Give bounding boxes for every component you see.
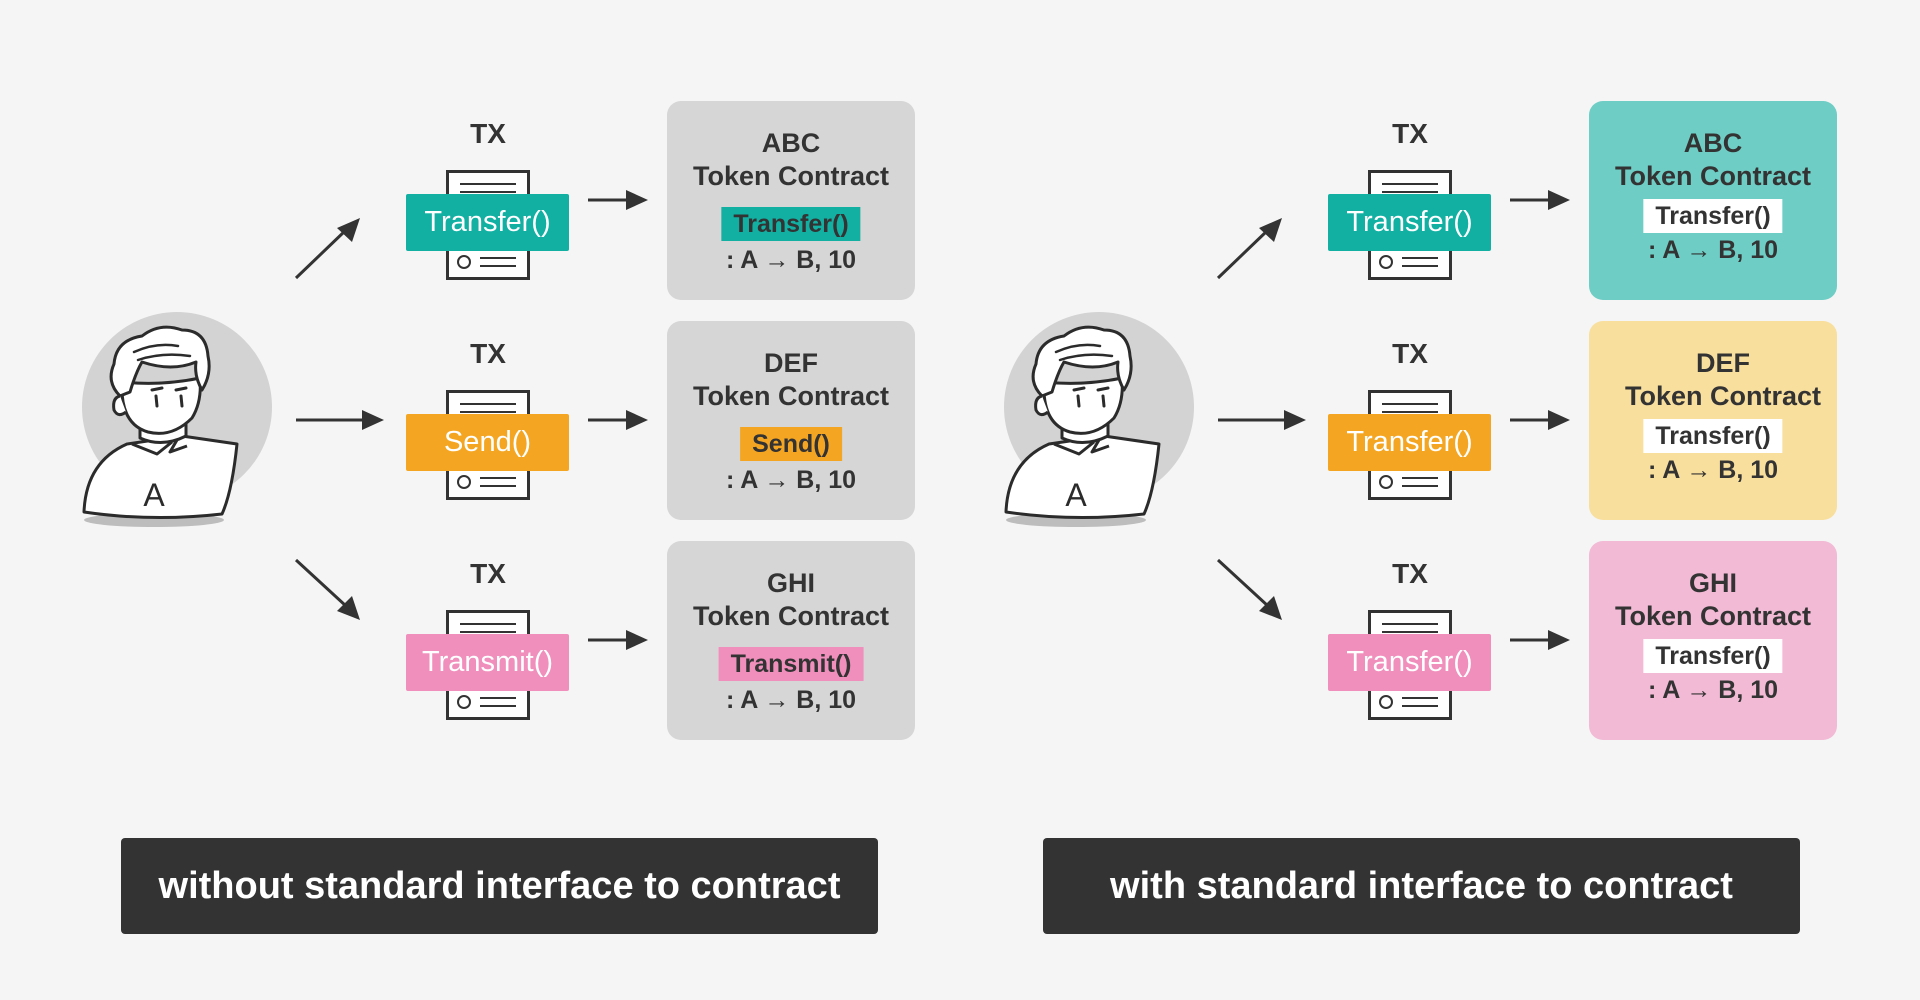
contract-function: Transmit() [718,647,864,681]
contract-function: Transfer() [1643,419,1783,453]
tx-label: TX [470,338,506,369]
tx-function-button[interactable]: Transfer() [1328,414,1491,471]
contract-params: : A → B, 10 [1647,456,1779,484]
contract-name: DEF [1696,348,1750,378]
contract-type: Token Contract [692,601,889,631]
def-token-contract: DEF Token Contract Send() : A → B, 10 [667,321,915,520]
arrow-head-icon [626,630,648,650]
tx-function-button[interactable]: Transfer() [1328,634,1491,691]
with-standard-caption: with standard interface to contract [1043,838,1800,934]
arrow-head-icon [1548,630,1570,650]
arrow-head-icon [1259,218,1282,242]
contract-function: Transfer() [721,207,861,241]
contract-type: Token Contract [1614,161,1811,191]
contract-name: GHI [766,568,815,598]
arrow-head-icon [1259,596,1282,620]
contract-params: : A → B, 10 [1647,676,1779,704]
contract-type: Token Contract [692,161,889,191]
tx-label: TX [470,118,506,149]
contract-type: Token Contract [692,381,889,411]
contract-name: DEF [764,348,818,378]
contract-name: GHI [1688,568,1737,598]
arrow-head-icon [337,596,360,620]
user-label: A [1065,477,1087,513]
contract-type: Token Contract [1624,381,1821,411]
contract-type: Token Contract [1614,601,1811,631]
tx-label: TX [1392,118,1428,149]
tx-label: TX [1392,338,1428,369]
contract-name: ABC [1683,128,1743,158]
with-standard-panel: A TX Transfer() ABC Token Contract [922,0,1882,1000]
user-avatar-icon: A [1004,312,1194,527]
arrow-head-icon [626,190,648,210]
arrow-head-icon [1284,410,1306,430]
user-avatar-icon: A [82,312,272,527]
contract-name: ABC [761,128,821,158]
tx-function-button[interactable]: Transfer() [406,194,569,251]
contract-function: Transfer() [1643,639,1783,673]
contract-params: : A → B, 10 [725,246,857,274]
arrow-head-icon [337,218,360,242]
contract-params: : A → B, 10 [725,466,857,494]
abc-token-contract: ABC Token Contract Transfer() : A → B, 1… [667,101,915,300]
without-standard-panel: A TX Transfer() [82,101,915,934]
arrow-head-icon [362,410,384,430]
without-standard-caption: without standard interface to contract [121,838,878,934]
contract-function: Transfer() [1643,199,1783,233]
abc-token-contract: ABC Token Contract Transfer() : A → B, 1… [1589,101,1837,300]
def-token-contract: DEF Token Contract Transfer() : A → B, 1… [1589,321,1837,520]
ghi-token-contract: GHI Token Contract Transfer() : A → B, 1… [1589,541,1837,740]
arrow-head-icon [1548,190,1570,210]
user-label: A [143,477,165,513]
ghi-token-contract: GHI Token Contract Transmit() : A → B, 1… [667,541,915,740]
contract-params: : A → B, 10 [1647,236,1779,264]
tx-label: TX [470,558,506,589]
contract-params: : A → B, 10 [725,686,857,714]
tx-function-button[interactable]: Transmit() [406,634,569,691]
arrow-head-icon [626,410,648,430]
tx-label: TX [1392,558,1428,589]
arrow-head-icon [1548,410,1570,430]
contract-function: Send() [740,427,842,461]
tx-function-button[interactable]: Send() [406,414,569,471]
tx-function-button[interactable]: Transfer() [1328,194,1491,251]
